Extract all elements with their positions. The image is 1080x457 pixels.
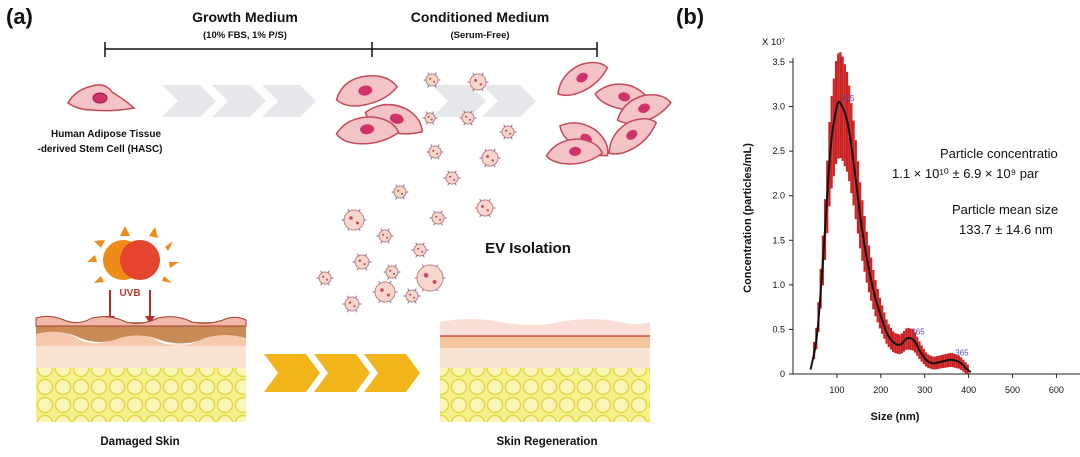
scale-note: X 10⁷ [762,37,786,48]
conditioned-medium-subtitle: (Serum-Free) [450,30,509,41]
vesicle-icon [430,211,447,226]
vesicle-icon [480,149,501,167]
vesicle-icon [427,145,444,160]
y-tick-label: 0.5 [772,324,785,334]
y-tick-label: 2.5 [772,146,785,156]
y-tick-label: 3.5 [772,57,785,67]
y-tick-label: 0 [780,369,785,379]
vesicle-icon [342,209,367,231]
timeline [105,42,597,57]
skin-regeneration-label: Skin Regeneration [497,436,598,448]
x-tick-label: 200 [873,385,888,395]
error-bars [814,52,968,374]
stem-cell [68,85,134,111]
concentration-label: Particle concentratio [940,146,1058,161]
vesicle-icon [343,296,362,312]
uvb-label: UVB [119,288,140,299]
peak-label: 265 [911,327,925,336]
extracellular-vesicles [317,73,517,313]
ev-isolation-label: EV Isolation [485,240,571,257]
x-tick-label: 100 [829,385,844,395]
vesicle-icon [444,171,461,186]
vesicle-icon [423,112,438,125]
concentration-value: 1.1 × 10¹⁰ ± 6.9 × 10⁹ par [892,166,1039,181]
regenerated-skin [440,319,650,422]
peak-label: 365 [955,349,969,358]
y-axis-label: Concentration (particles/mL) [742,143,754,293]
y-tick-label: 1.0 [772,280,785,290]
y-tick-label: 3.0 [772,102,785,112]
vesicle-icon [475,199,496,217]
x-tick-label: 400 [961,385,976,395]
panel-b-label: (b) [676,4,704,29]
vesicle-icon [500,125,517,140]
peak-label: 105 [841,94,855,103]
x-tick-label: 600 [1049,385,1064,395]
cell-label-line1: Human Adipose Tissue [51,129,161,140]
panel-a-label: (a) [6,4,33,29]
vesicle-icon [415,265,446,292]
regeneration-arrows [264,354,420,392]
x-axis-label: Size (nm) [871,411,920,423]
y-tick-label: 2.0 [772,191,785,201]
damaged-skin-label: Damaged Skin [100,436,179,448]
mean-size-label: Particle mean size [952,202,1058,217]
growth-medium-title: Growth Medium [192,9,298,25]
cell-label-line2: -derived Stem Cell (HASC) [37,144,162,155]
cell-cluster-growth [333,71,427,146]
x-tick-label: 500 [1005,385,1020,395]
y-tick-label: 1.5 [772,235,785,245]
vesicle-icon [404,289,421,304]
cell-cluster-conditioned [545,54,673,167]
vesicle-icon [392,185,409,200]
conditioned-medium-title: Conditioned Medium [411,9,549,25]
conditioned-arrows [432,85,536,117]
vesicle-icon [353,254,372,270]
growth-medium-subtitle: (10% FBS, 1% P/S) [203,30,287,41]
vesicle-icon [384,265,401,280]
mean-size-value: 133.7 ± 14.6 nm [959,222,1053,237]
damaged-skin [36,316,246,422]
x-tick-label: 300 [917,385,932,395]
vesicle-icon [373,281,398,303]
vesicle-icon [317,271,334,286]
vesicle-icon [412,243,429,258]
growth-arrows [162,85,316,117]
sun-icon [87,226,179,283]
vesicle-icon [377,229,394,244]
